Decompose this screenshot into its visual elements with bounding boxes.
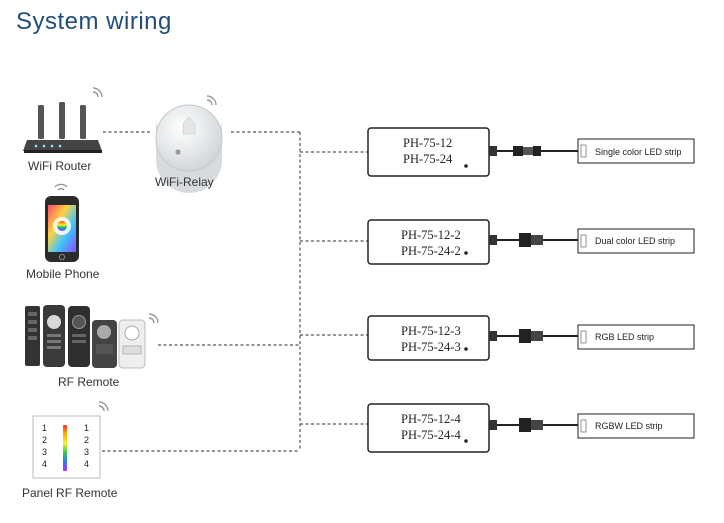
panel-keys: 1 2 3 4 1 2 3 4 <box>42 423 89 469</box>
driver-1-model-a: PH-75-12 <box>403 136 452 150</box>
panel-rf-remote-icon <box>32 401 109 479</box>
strip-4-label: RGBW LED strip <box>595 421 663 431</box>
wifi-relay-icon <box>155 95 223 193</box>
rf-remote-label: RF Remote <box>58 375 120 389</box>
driver-2-model-a: PH-75-12-2 <box>401 228 461 242</box>
driver-4-model-a: PH-75-12-4 <box>401 412 461 426</box>
driver-4-model-b: PH-75-24-4 <box>401 428 461 442</box>
panel-key: 1 <box>84 423 89 433</box>
panel-key: 1 <box>42 423 47 433</box>
driver-1 <box>367 127 695 177</box>
driver-3 <box>367 315 695 361</box>
wifi-router-icon <box>23 87 103 153</box>
driver-4 <box>367 403 695 453</box>
diagram-title: System wiring <box>16 8 172 35</box>
driver-2-model-b: PH-75-24-2 <box>401 244 461 258</box>
panel-key: 2 <box>84 435 89 445</box>
driver-3-model-a: PH-75-12-3 <box>401 324 461 338</box>
panel-key: 4 <box>84 459 89 469</box>
strip-3-label: RGB LED strip <box>595 332 654 342</box>
mobile-phone-label: Mobile Phone <box>26 267 100 281</box>
mobile-phone-icon <box>45 183 79 262</box>
rf-remote-icon <box>25 305 159 369</box>
panel-key: 4 <box>42 459 47 469</box>
driver-1-model-b: PH-75-24 <box>403 152 453 166</box>
wifi-relay-label: WiFi-Relay <box>155 175 214 189</box>
panel-key: 3 <box>42 447 47 457</box>
strip-2-label: Dual color LED strip <box>595 236 675 246</box>
strip-1-label: Single color LED strip <box>595 147 682 157</box>
panel-key: 2 <box>42 435 47 445</box>
driver-2 <box>367 219 695 265</box>
panel-rf-remote-label: Panel RF Remote <box>22 486 118 500</box>
wifi-router-label: WiFi Router <box>28 159 91 173</box>
panel-key: 3 <box>84 447 89 457</box>
driver-3-model-b: PH-75-24-3 <box>401 340 461 354</box>
connection-lines <box>102 131 368 452</box>
